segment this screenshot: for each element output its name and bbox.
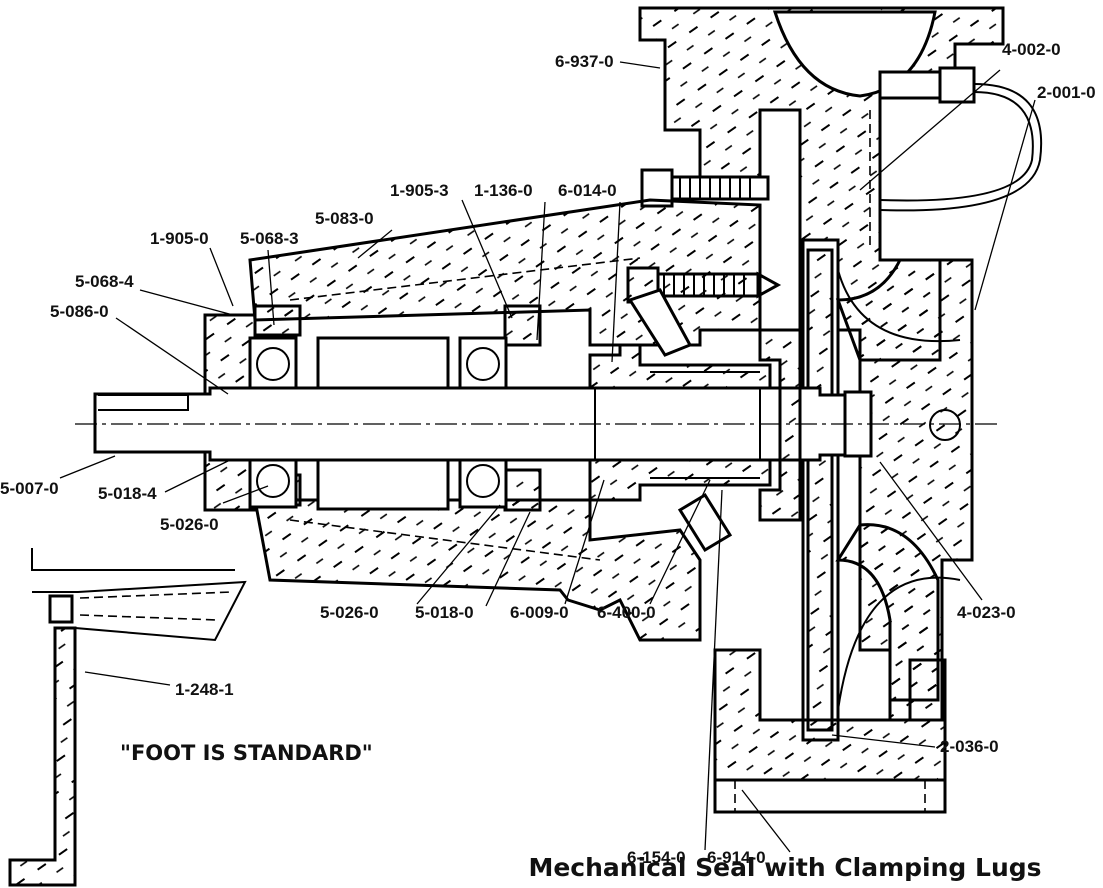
label-1-248-1: 1-248-1 [175,680,234,699]
diagram-caption: Mechanical Seal with Clamping Lugs [528,853,1041,882]
label-6-014-0: 6-014-0 [558,181,617,200]
casing-foot [713,648,947,814]
label-6-937-0: 6-937-0 [555,52,614,71]
leader-lines [59,61,1036,853]
impeller-nut [929,409,961,441]
label-5-018-4: 5-018-4 [98,484,157,503]
mechanical-seal-gland [588,288,772,553]
label-1-905-3: 1-905-3 [390,181,449,200]
foot-standard-note: "FOOT IS STANDARD" [120,741,373,765]
label-5-026-0-upper: 5-026-0 [160,515,219,534]
label-1-905-0: 1-905-0 [150,229,209,248]
label-5-018-0: 5-018-0 [415,603,474,622]
casing-cover [758,328,802,522]
bearings [248,336,508,511]
label-6-914-0: 6-914-0 [707,848,766,867]
label-6-400-0: 6-400-0 [597,603,656,622]
label-2-036-0: 2-036-0 [940,737,999,756]
label-5-007-0: 5-007-0 [0,479,59,498]
drain-fitting [878,66,1043,212]
label-4-023-0: 4-023-0 [957,603,1016,622]
label-6-009-0: 6-009-0 [510,603,569,622]
label-5-068-3: 5-068-3 [240,229,299,248]
label-6-154-0: 6-154-0 [627,848,686,867]
label-5-068-4: 5-068-4 [75,272,134,291]
label-5-026-0-lower: 5-026-0 [320,603,379,622]
foot-detail [8,548,247,887]
label-2-001-0: 2-001-0 [1037,83,1096,102]
label-1-136-0: 1-136-0 [474,181,533,200]
impeller-volute [801,238,961,742]
label-5-086-0: 5-086-0 [50,302,109,321]
part-labels: 6-937-0 4-002-0 2-001-0 1-905-3 1-136-0 … [0,40,1096,867]
label-5-083-0: 5-083-0 [315,209,374,228]
label-4-002-0: 4-002-0 [1002,40,1061,59]
bearing-frame [203,198,762,642]
